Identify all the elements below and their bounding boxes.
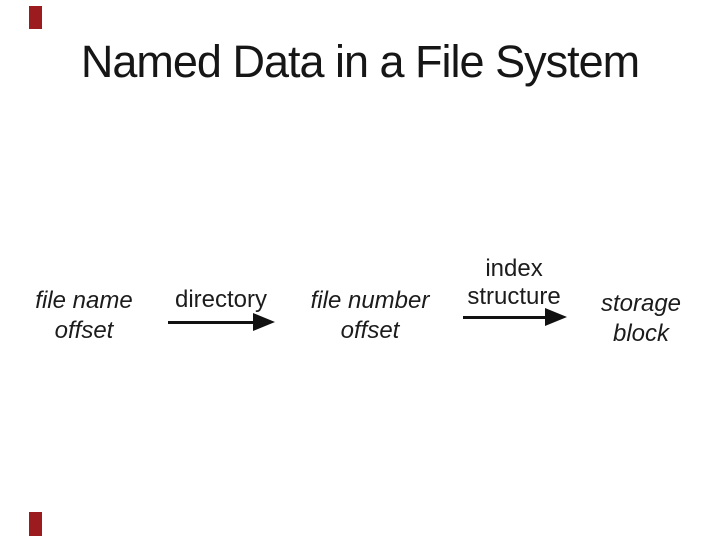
arrow-shaft [168, 320, 253, 324]
label-line: structure [467, 283, 561, 310]
node-storage-block: storage block [561, 289, 720, 349]
node-file-name-offset: file name offset [4, 286, 164, 346]
node-line: offset [340, 317, 400, 344]
slide-accent-mark-bottom [29, 512, 42, 536]
slide-accent-mark-top [29, 6, 42, 29]
index-structure-arrow-label: index structure [444, 255, 584, 311]
arrow-head [545, 308, 567, 326]
arrow-shaft [463, 315, 545, 319]
slide-title: Named Data in a File System [80, 36, 640, 87]
node-line: block [612, 320, 670, 347]
directory-arrow-label: directory [174, 286, 268, 313]
index-structure-right-arrow-icon [463, 308, 567, 326]
label-line: index [485, 255, 543, 282]
node-file-number-offset: file number offset [290, 286, 450, 346]
node-line: offset [54, 317, 114, 344]
node-line: file name [35, 287, 133, 314]
node-line: storage [600, 290, 682, 317]
node-line: file number [310, 287, 430, 314]
directory-right-arrow-icon [168, 313, 275, 331]
arrow-head [253, 313, 275, 331]
